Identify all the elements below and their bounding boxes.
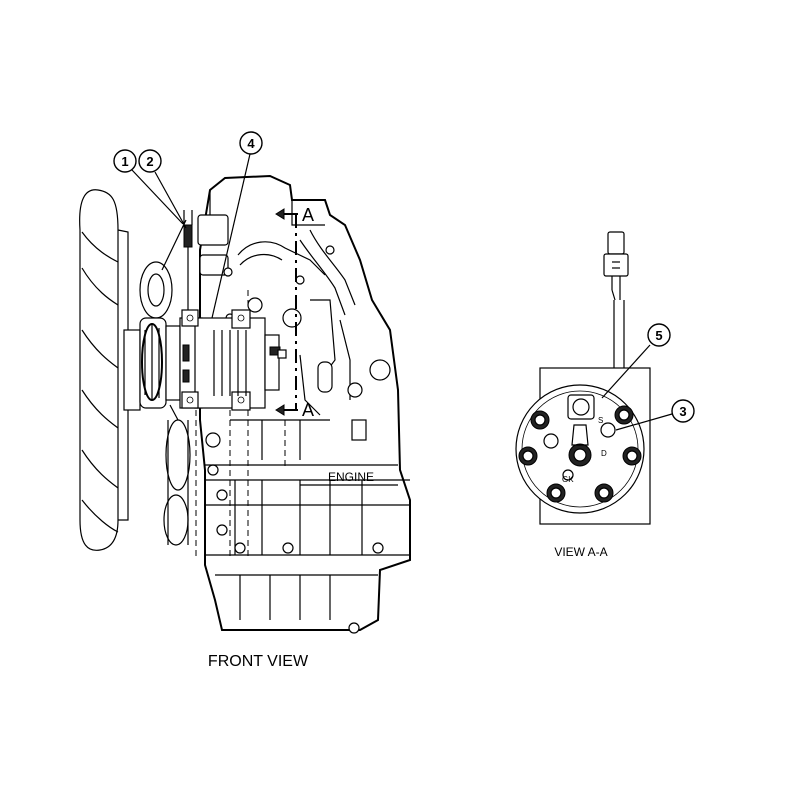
leader-5 <box>601 344 651 399</box>
section-line-aa: A A <box>275 205 314 420</box>
pulley-assembly <box>139 261 191 546</box>
callout-4: 4 <box>239 131 263 155</box>
belt-lower <box>169 404 179 421</box>
leader-2 <box>154 171 187 229</box>
engine-block <box>197 174 411 634</box>
port-s-label: S <box>598 416 603 425</box>
section-letter-bottom: A <box>302 400 314 420</box>
view-aa-label: VIEW A-A <box>554 545 607 559</box>
callout-2: 2 <box>138 149 162 173</box>
compressor-head: S D GK <box>515 384 645 514</box>
leader-1 <box>131 169 184 225</box>
engine-label: ENGINE <box>328 470 374 484</box>
front-view: A A <box>79 131 411 670</box>
ac-compressor-front <box>179 309 287 411</box>
port-d-label: D <box>601 449 607 458</box>
switch-and-wiring <box>183 210 193 310</box>
leader-4 <box>211 153 251 319</box>
electrical-connector <box>603 231 629 400</box>
fan <box>79 189 141 551</box>
svg-text:5: 5 <box>655 328 662 343</box>
front-view-label: FRONT VIEW <box>208 653 309 670</box>
callout-3: 3 <box>671 399 695 423</box>
svg-text:3: 3 <box>679 404 686 419</box>
port-gk-label: GK <box>562 475 574 484</box>
svg-text:1: 1 <box>121 154 128 169</box>
leader-3 <box>615 413 673 431</box>
svg-text:2: 2 <box>146 154 153 169</box>
section-letter-top: A <box>302 205 314 225</box>
svg-text:4: 4 <box>247 136 255 151</box>
callout-1: 1 <box>113 149 137 173</box>
belt-upper <box>161 219 187 271</box>
callout-5: 5 <box>647 323 671 347</box>
view-aa: S D GK 5 3 VIEW A-A <box>515 231 695 559</box>
